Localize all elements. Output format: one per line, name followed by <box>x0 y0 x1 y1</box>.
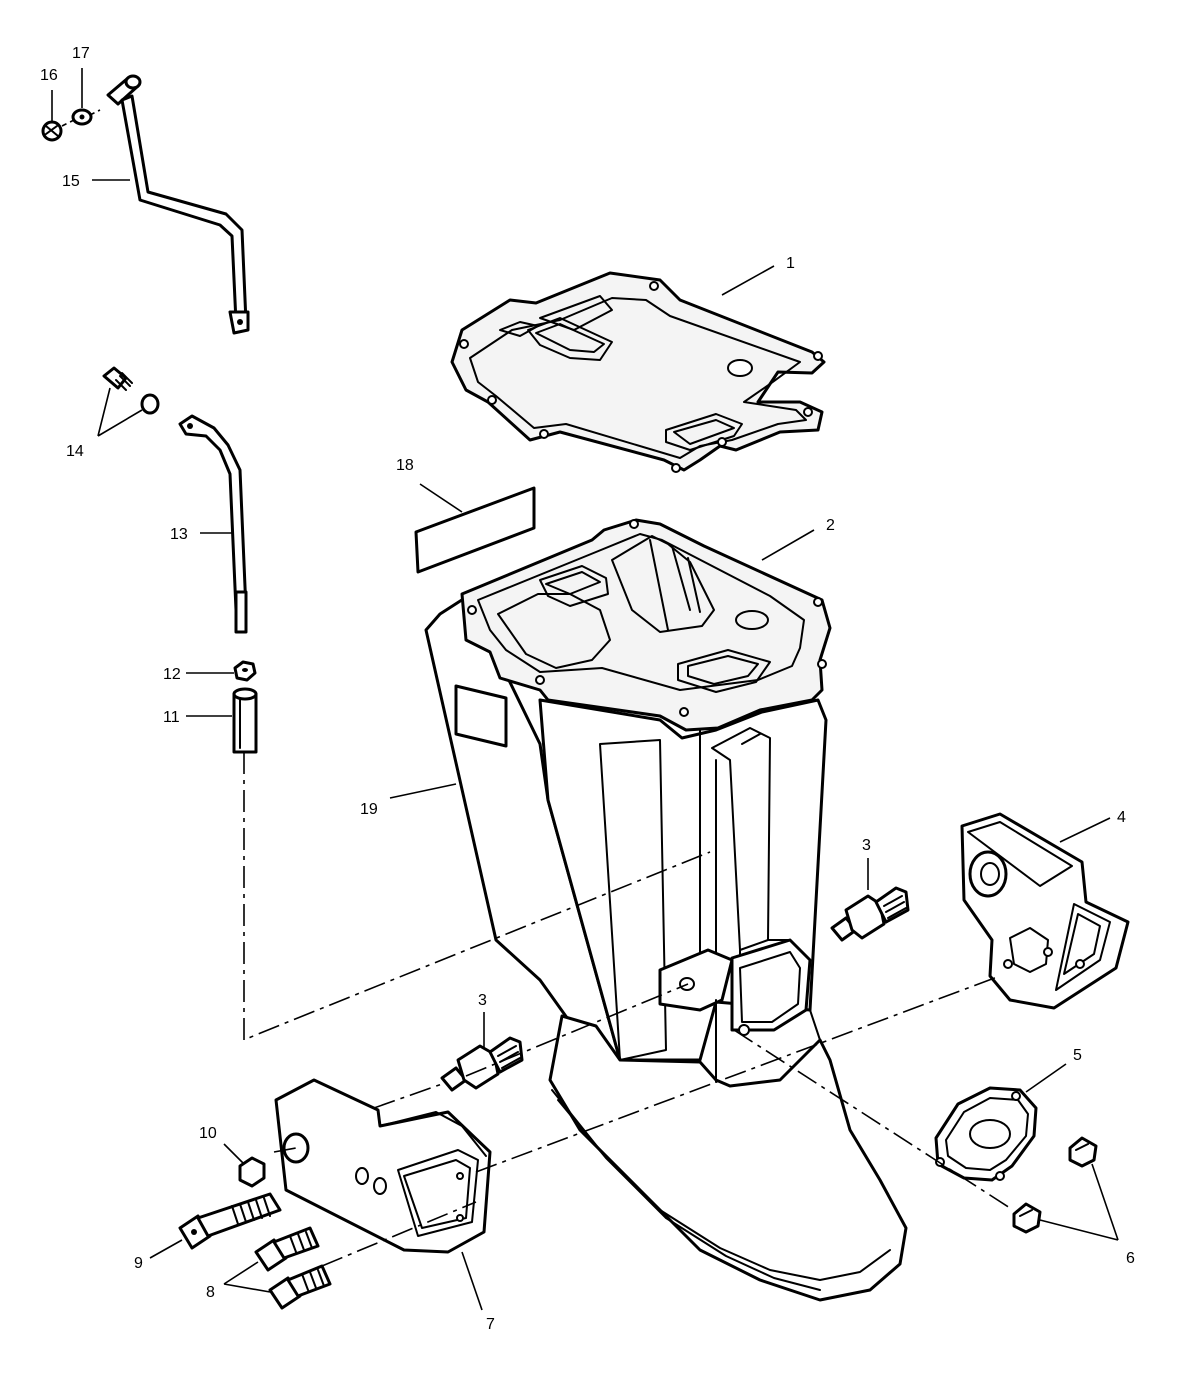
callout-3-upper: 3 <box>862 837 871 854</box>
part-1-gasket <box>450 271 826 473</box>
callout-12: 12 <box>163 666 181 683</box>
alignment-lines <box>243 752 1011 1267</box>
part-14-screw-washer <box>102 366 160 415</box>
callout-17: 17 <box>72 45 90 62</box>
part-8-bolts <box>254 1226 332 1310</box>
callout-14: 14 <box>66 443 84 460</box>
part-9-long-bolt <box>178 1192 282 1250</box>
callout-11: 11 <box>163 709 180 726</box>
part-13-shift-rod <box>178 414 248 634</box>
callout-6: 6 <box>1126 1250 1135 1267</box>
callout-10: 10 <box>199 1125 217 1142</box>
callout-labels: 1 2 3 3 4 5 6 7 8 9 10 11 12 13 14 15 16… <box>40 45 1135 1333</box>
part-10-nut <box>238 1156 266 1188</box>
callout-8: 8 <box>206 1284 215 1301</box>
callout-2: 2 <box>826 517 835 534</box>
callout-5: 5 <box>1073 1047 1082 1064</box>
part-17-washer <box>71 108 93 126</box>
part-3-lower-mount <box>440 1036 524 1092</box>
part-5-cover <box>934 1086 1038 1182</box>
part-19-decal <box>454 684 508 748</box>
part-6-screws <box>1012 1136 1098 1234</box>
callout-4: 4 <box>1117 809 1126 826</box>
callout-18: 18 <box>396 457 414 474</box>
part-16-clip <box>41 120 63 142</box>
callout-1: 1 <box>786 255 795 272</box>
part-7-lower-housing <box>274 1078 492 1254</box>
callout-16: 16 <box>40 67 58 84</box>
part-18-decal <box>414 486 536 574</box>
part-12-nut <box>233 660 257 682</box>
callout-9: 9 <box>134 1255 143 1272</box>
callout-19: 19 <box>360 801 378 818</box>
part-15-shift-rod <box>106 74 250 335</box>
leader-lines <box>51 68 1119 1311</box>
callout-13: 13 <box>170 526 188 543</box>
callout-3-lower: 3 <box>478 992 487 1009</box>
callout-15: 15 <box>62 173 80 190</box>
part-2-driveshaft-housing <box>424 518 908 1302</box>
part-11-coupler <box>232 687 258 754</box>
callout-7: 7 <box>486 1316 495 1333</box>
part-3-upper-mount <box>830 886 910 942</box>
part-4-mount-bracket <box>960 812 1130 1010</box>
